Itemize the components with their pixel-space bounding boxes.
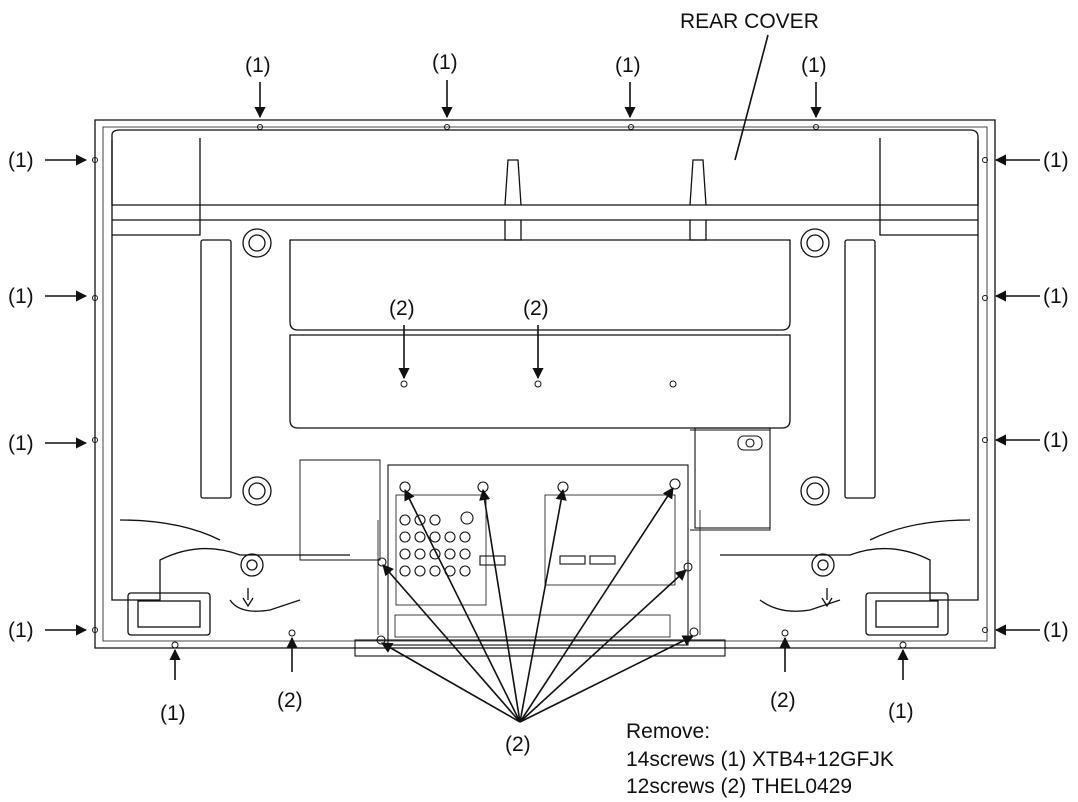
screw-2-label-center: (2) bbox=[505, 733, 531, 756]
screw-2-label-bottom-left: (2) bbox=[277, 689, 303, 712]
rear-cover-label: REAR COVER bbox=[680, 10, 819, 33]
screw-2-label-bottom-right: (2) bbox=[770, 689, 796, 712]
screw-1-label-bottom-left: (1) bbox=[160, 702, 186, 725]
screw-1-label-right-d: (1) bbox=[1043, 619, 1069, 642]
callout-labels: REAR COVER (1) (1) (1) (1) (1) (1) (1) (… bbox=[8, 10, 1069, 756]
screw-1-label-right-b: (1) bbox=[1043, 285, 1069, 308]
screw-2-label-inner-b: (2) bbox=[523, 297, 549, 320]
screw-holes bbox=[92, 124, 988, 649]
removal-note-heading: Remove: bbox=[626, 720, 710, 743]
screw-1-label-right-a: (1) bbox=[1043, 149, 1069, 172]
removal-note: Remove: 14screws (1) XTB4+12GFJK 12screw… bbox=[626, 720, 894, 798]
screw-1-label-bottom-right: (1) bbox=[888, 700, 914, 723]
screw-1-label-top-a: (1) bbox=[245, 54, 271, 77]
screw-1-label-left-a: (1) bbox=[8, 149, 34, 172]
screw-1-label-right-c: (1) bbox=[1043, 429, 1069, 452]
callout-arrows bbox=[45, 34, 1040, 723]
screw-1-label-top-d: (1) bbox=[801, 54, 827, 77]
screw-1-label-top-b: (1) bbox=[432, 51, 458, 74]
screw-1-label-left-c: (1) bbox=[8, 432, 34, 455]
screw-2-label-inner-a: (2) bbox=[389, 297, 415, 320]
screw-1-label-left-d: (1) bbox=[8, 619, 34, 642]
screw-1-label-left-b: (1) bbox=[8, 285, 34, 308]
terminal-board bbox=[354, 427, 771, 657]
tv-rear-cover bbox=[94, 119, 996, 649]
removal-note-line-2: 12screws (2) THEL0429 bbox=[626, 775, 852, 798]
screw-1-label-top-c: (1) bbox=[615, 54, 641, 77]
removal-note-line-1: 14screws (1) XTB4+12GFJK bbox=[626, 748, 894, 771]
